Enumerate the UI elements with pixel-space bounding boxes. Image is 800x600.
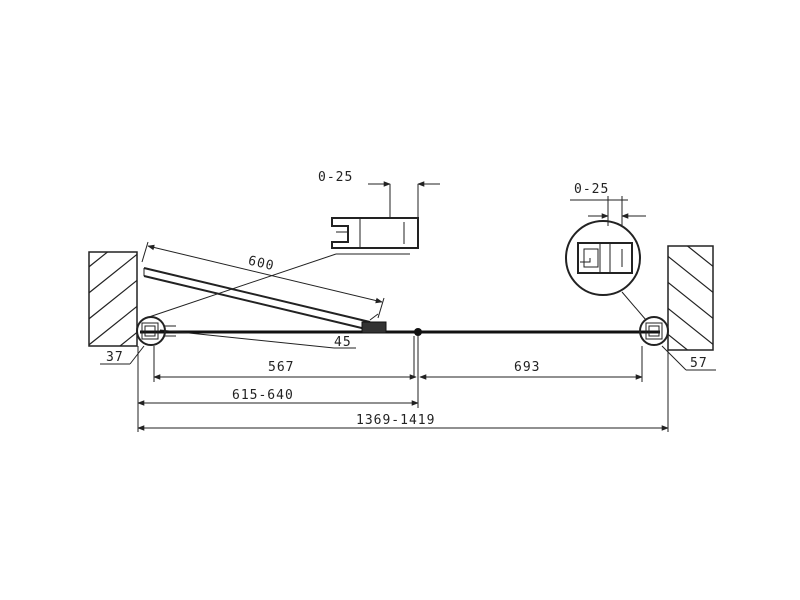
label-pivot-offset: 45 bbox=[334, 335, 352, 350]
left-hinge bbox=[136, 316, 176, 346]
label-top-right-gap: 0-25 bbox=[574, 182, 609, 197]
label-total-width: 1369-1419 bbox=[356, 413, 435, 428]
label-door-open-width: 600 bbox=[247, 254, 276, 275]
open-door-panel bbox=[141, 241, 387, 334]
label-left-wall-offset: 37 bbox=[106, 350, 124, 365]
label-right-wall-offset: 57 bbox=[690, 356, 708, 371]
label-left-section: 615-640 bbox=[232, 388, 294, 403]
label-sliding-panel: 693 bbox=[514, 360, 540, 375]
left-wall bbox=[88, 251, 138, 347]
top-left-profile-detail bbox=[331, 181, 440, 255]
label-fixed-panel: 567 bbox=[268, 360, 294, 375]
right-hinge bbox=[639, 316, 669, 346]
top-right-magnified-detail bbox=[565, 196, 647, 321]
right-wall bbox=[667, 245, 714, 351]
label-top-left-gap: 0-25 bbox=[318, 170, 353, 185]
dimension-lines bbox=[100, 329, 716, 432]
